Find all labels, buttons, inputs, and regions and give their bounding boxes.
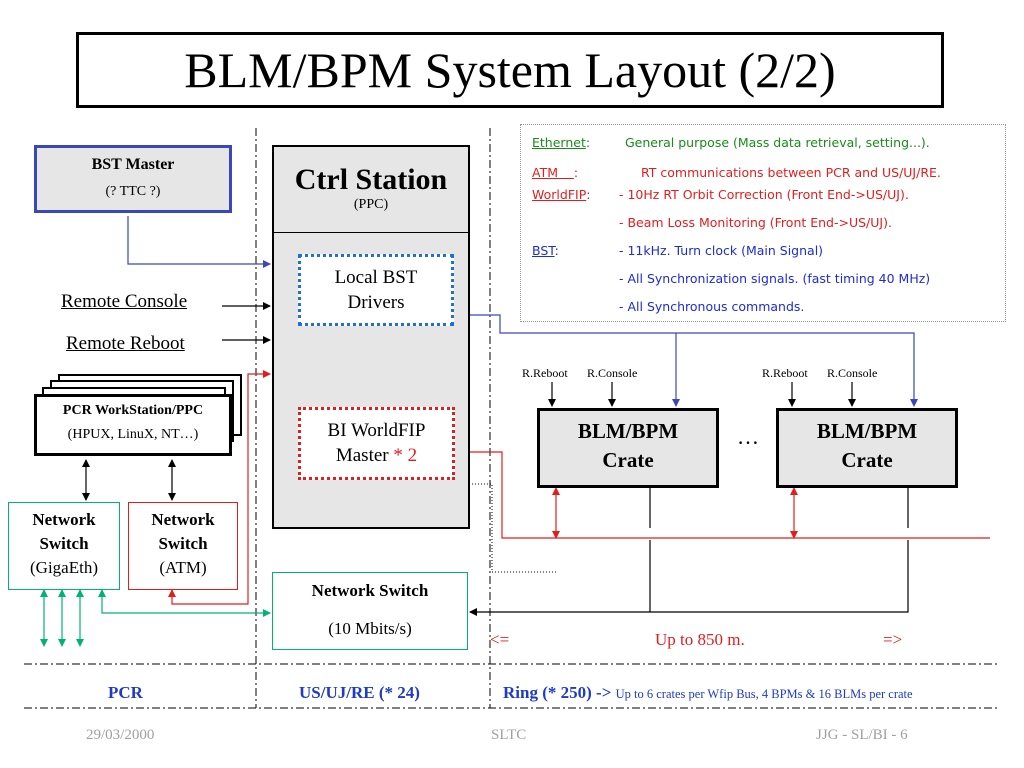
switch-type: (10 Mbits/s) [328, 619, 412, 638]
network-switch-atm: Network Switch (ATM) [128, 502, 238, 590]
switch-type: (ATM) [159, 558, 207, 577]
local-bst-label: Drivers [347, 292, 405, 313]
switch-label: Network Switch [311, 581, 429, 600]
distance-label: Up to 850 m. [655, 630, 745, 649]
crate2-console-label: R.Console [827, 366, 878, 380]
local-bst-drivers-box: Local BST Drivers [298, 254, 454, 326]
crate-label: BLM/BPM [577, 419, 679, 443]
worldfip-master-box: BI WorldFIP Master * 2 [298, 407, 455, 480]
crate-label: BLM/BPM [816, 419, 918, 443]
switch-type: (GigaEth) [30, 558, 98, 577]
legend-bst-desc: - 11kHz. Turn clock (Main Signal) [619, 243, 824, 258]
legend-sep: : [573, 165, 579, 180]
worldfip-master-label: Master [335, 445, 389, 466]
network-switch-10m: Network Switch (10 Mbits/s) [272, 572, 468, 650]
legend-atm-desc: RT communications between PCR and US/UJ/… [641, 165, 941, 180]
legend-worldfip-desc: - Beam Loss Monitoring (Front End->US/UJ… [619, 215, 892, 230]
zone-pcr: PCR [108, 683, 143, 702]
ctrl-station-note: (PPC) [353, 197, 389, 212]
pcr-workstation-name: PCR WorkStation/PPC [62, 403, 204, 418]
zone-ring: Ring (* 250) -> Up to 6 crates per Wfip … [503, 683, 913, 703]
ctrl-station-name: Ctrl Station [294, 163, 448, 196]
switch-label: Switch [39, 534, 89, 553]
bst-link [127, 216, 271, 268]
pcr-workstation-box: PCR WorkStation/PPC (HPUX, LinuX, NT…) [34, 394, 232, 456]
footer-center: SLTC [491, 727, 527, 743]
legend-worldfip-desc: - 10Hz RT Orbit Correction (Front End->U… [619, 187, 909, 202]
switch-label: Network [32, 510, 96, 529]
crate-label: Crate [841, 448, 893, 472]
bst-master-name: BST Master [91, 156, 175, 173]
footer-date: 29/03/2000 [86, 727, 155, 743]
switch-label: Network [151, 510, 215, 529]
ctrl-station-divider [274, 232, 468, 233]
worldfip-master-multiplicity: * 2 [393, 445, 418, 466]
ethernet-link [98, 589, 271, 617]
crate1-reboot-label: R.Reboot [522, 366, 568, 380]
worldfip-bus [457, 451, 990, 539]
distance-left-arrow: <= [490, 630, 510, 649]
crate-label: Crate [602, 448, 654, 472]
crate2-reboot-label: R.Reboot [762, 366, 808, 380]
network-switch-gigaeth: Network Switch (GigaEth) [8, 502, 120, 590]
legend-bst-term: BST [532, 243, 555, 258]
worldfip-master-label: BI WorldFIP [327, 420, 426, 441]
slide-title: BLM/BPM System Layout (2/2) [76, 32, 944, 108]
bst-master-note: (? TTC ?) [105, 184, 161, 199]
legend-bst-desc: - All Synchronization signals. (fast tim… [619, 271, 931, 286]
legend-sep: : [554, 243, 559, 258]
legend-bst-desc: - All Synchronous commands. [619, 299, 805, 314]
bst-master-box: BST Master (? TTC ?) [34, 145, 232, 213]
legend-ethernet-desc: General purpose (Mass data retrieval, se… [625, 135, 930, 150]
legend-worldfip-term: WorldFIP [532, 187, 587, 202]
blm-bpm-crate-1: BLM/BPM Crate [537, 408, 719, 488]
blm-bpm-crate-2: BLM/BPM Crate [776, 408, 958, 488]
legend-ethernet-term: Ethernet [532, 135, 586, 150]
remote-reboot-label: Remote Reboot [66, 333, 185, 354]
remote-console-label: Remote Console [61, 291, 188, 312]
crate-ellipsis: … [737, 424, 759, 449]
distance-right-arrow: => [883, 630, 903, 649]
legend-sep: : [585, 135, 591, 150]
crate1-console-label: R.Console [587, 366, 638, 380]
footer-page: JJG - SL/BI - 6 [816, 727, 908, 743]
zone-usuj: US/UJ/RE (* 24) [299, 683, 420, 702]
local-bst-label: Local BST [334, 267, 418, 288]
zone-ring-label: Ring (* 250) -> [503, 683, 612, 702]
pcr-workstation-os: (HPUX, LinuX, NT…) [67, 427, 199, 442]
legend-box: Ethernet: General purpose (Mass data ret… [520, 124, 1006, 322]
ethernet-10m-bus [469, 540, 909, 616]
zone-ring-note: Up to 6 crates per Wfip Bus, 4 BPMs & 16… [615, 687, 913, 701]
legend-sep: : [586, 187, 591, 202]
bst-bus [456, 314, 918, 407]
legend-atm-term: ATM [532, 165, 559, 180]
switch-label: Switch [158, 534, 208, 553]
